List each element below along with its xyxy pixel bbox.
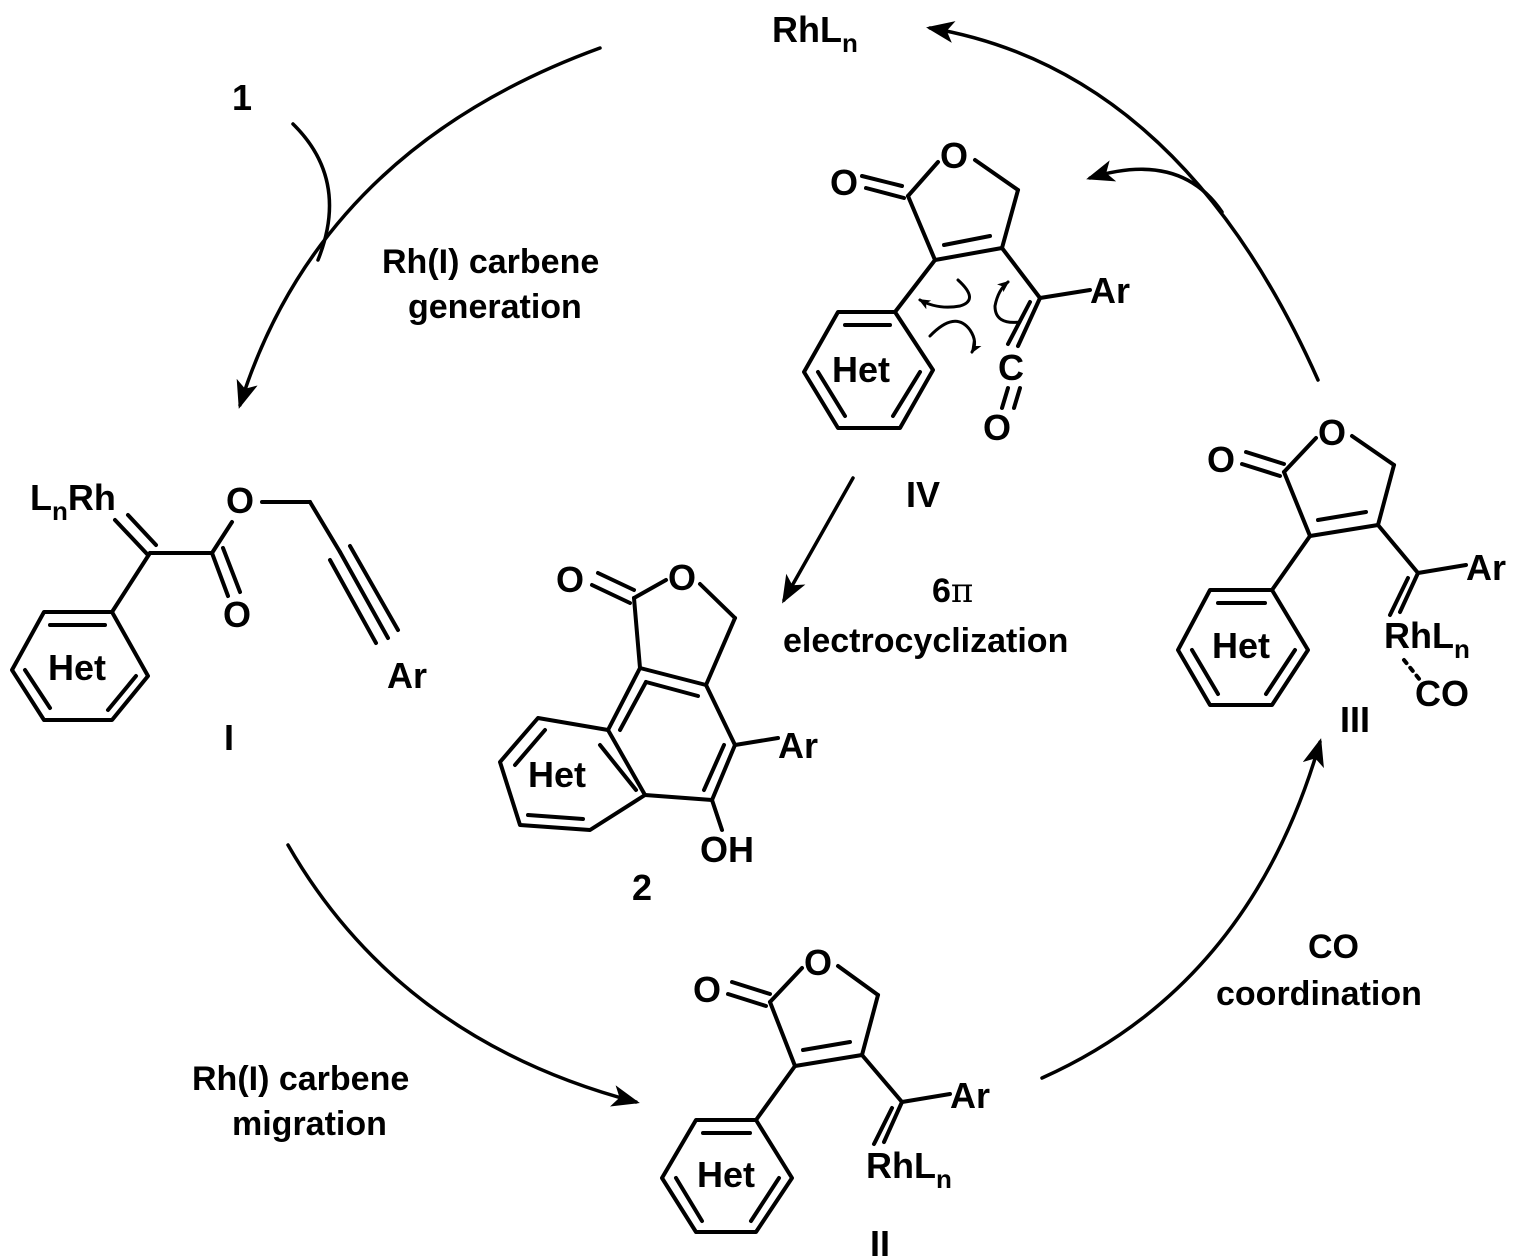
IV-ring-o: O (940, 135, 968, 176)
II-ring-o: O (804, 942, 832, 983)
intermediate-IV-label: IV (906, 474, 940, 515)
intermediate-III-label: III (1340, 699, 1370, 740)
III-co-label: CO (1415, 673, 1469, 714)
product-2-structure: O O Ar OH Het (498, 557, 818, 870)
step-electrocyclization-line1: 6π (932, 571, 973, 611)
step-electrocyclization-line2: electrocyclization (783, 622, 1068, 660)
I-rh-label: LnRh (30, 477, 116, 526)
cycle-arrow-III-to-rhln (926, 21, 1320, 382)
p2-het-label: Het (528, 754, 586, 795)
I-het-label: Het (48, 647, 106, 688)
step-carbene-generation-line2: generation (408, 288, 582, 326)
intermediate-II-label: II (870, 1223, 890, 1260)
III-carbonyl-o: O (1207, 439, 1235, 480)
intermediate-III-structure: O O Het Ar RhLn CO (1176, 412, 1506, 714)
IV-het-label: Het (832, 349, 890, 390)
II-carbonyl-o: O (693, 969, 721, 1010)
intermediate-IV-structure: O O Het Ar C O (802, 135, 1130, 448)
step-carbene-migration-line1: Rh(I) carbene (192, 1060, 409, 1098)
intermediate-II-structure: O O Het Ar RhLn (660, 942, 990, 1234)
cycle-arrow-II-to-III (1040, 738, 1324, 1080)
I-carbonyl-o: O (223, 594, 251, 635)
III-het-label: Het (1212, 625, 1270, 666)
p2-oh-label: OH (700, 829, 754, 870)
catalyst-rhln: RhLn (772, 9, 858, 58)
II-rhln-label: RhLn (866, 1145, 952, 1194)
IV-carbonyl-o: O (830, 162, 858, 203)
p2-ar-label: Ar (778, 725, 818, 766)
I-ester-o: O (226, 480, 254, 521)
IV-ketene-c: C (998, 347, 1024, 388)
cycle-arrow-rhln-to-I (236, 46, 602, 409)
step-carbene-generation-line1: Rh(I) carbene (382, 243, 599, 281)
co-release-arrow (1086, 160, 1224, 214)
step-carbene-migration-line2: migration (232, 1105, 387, 1143)
p2-carbonyl-o: O (556, 559, 584, 600)
I-ar-label: Ar (387, 655, 427, 696)
III-ar-label: Ar (1466, 547, 1506, 588)
II-het-label: Het (697, 1154, 755, 1195)
IV-ketene-o: O (983, 407, 1011, 448)
step-co-coordination-line2: coordination (1216, 975, 1422, 1013)
cycle-arrow-I-to-II (286, 843, 640, 1107)
step-co-coordination-line1: CO (1308, 928, 1359, 966)
III-ring-o: O (1318, 412, 1346, 453)
p2-ring-o: O (668, 557, 696, 598)
II-ar-label: Ar (950, 1075, 990, 1116)
III-rhln-label: RhLn (1384, 615, 1470, 664)
intermediate-I-structure: LnRh Het O O Ar (10, 477, 427, 722)
product-2-label: 2 (632, 867, 652, 908)
reactant-1-label: 1 (232, 77, 252, 118)
IV-ar-label: Ar (1090, 270, 1130, 311)
arrow-IV-to-2 (782, 476, 855, 604)
reactant-1-entry-arrow (291, 122, 332, 262)
intermediate-I-label: I (224, 717, 234, 758)
